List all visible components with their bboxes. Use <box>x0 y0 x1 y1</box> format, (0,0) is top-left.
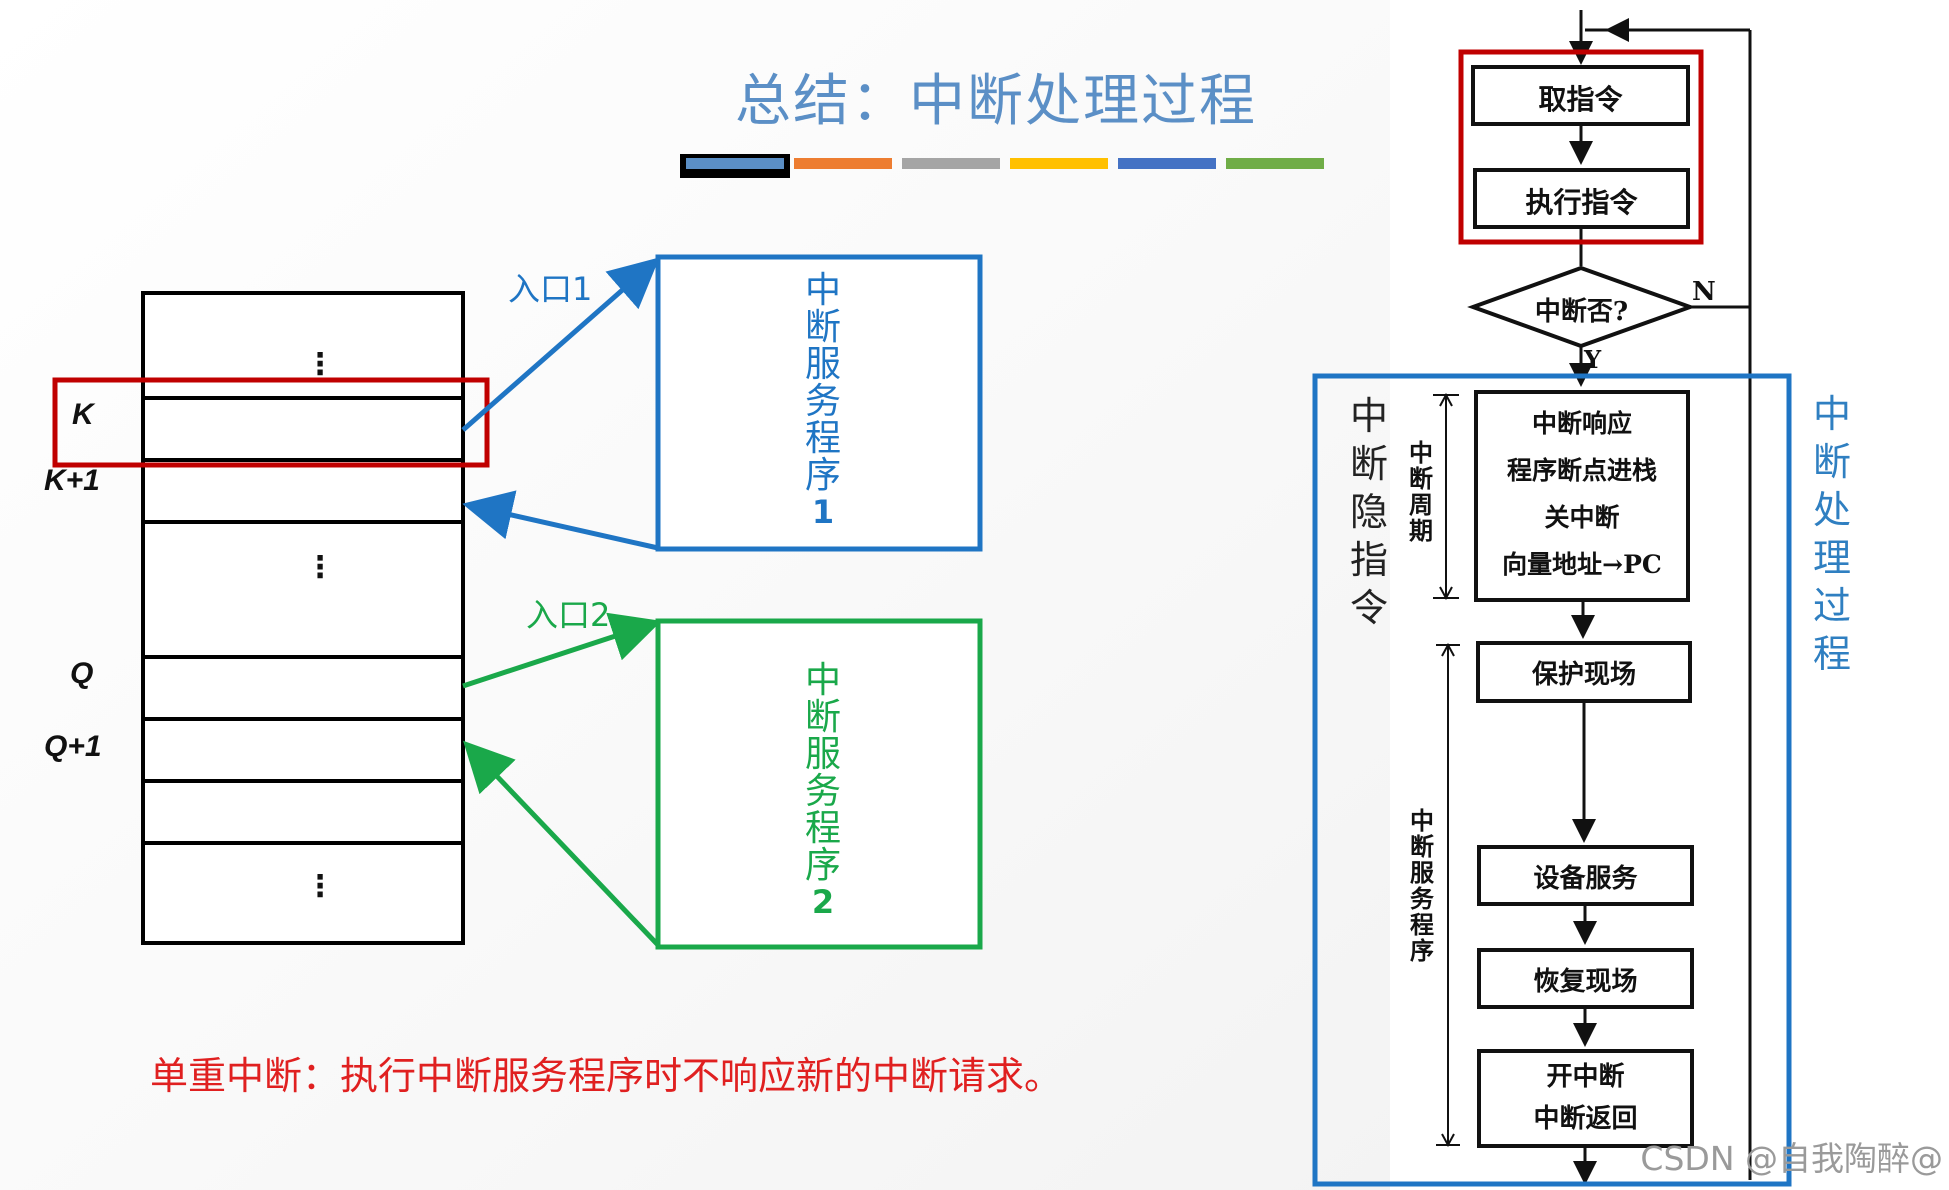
ellipsis-top: ⋮ <box>305 347 335 382</box>
return2-arrow <box>463 740 660 947</box>
label-k: K <box>72 398 94 431</box>
execute-label: 执行指令 <box>1525 186 1638 219</box>
interrupt-handling-highlight <box>1312 373 1792 1187</box>
isr1-label: 中断服务程序 1 <box>803 272 843 531</box>
flowchart <box>1433 10 1752 1185</box>
label-q: Q <box>70 657 94 690</box>
page-title: 总结：中断处理过程 <box>735 69 1257 134</box>
entry1-label: 入口1 <box>508 270 593 308</box>
restore-context-label: 恢复现场 <box>1533 967 1638 997</box>
save-context-label: 保护现场 <box>1531 660 1636 690</box>
return-lines: 开中断 中断返回 <box>1479 1056 1692 1140</box>
interrupt-cycle-label: 中断周期 <box>1409 438 1433 545</box>
isr1-number: 1 <box>811 493 835 531</box>
no-label: N <box>1692 277 1716 307</box>
enable-interrupt-label: 开中断 <box>1546 1062 1625 1092</box>
entry2-arrow <box>462 612 662 689</box>
hidden-instruction-label: 中断隐指令 <box>1349 394 1388 630</box>
color-bar <box>794 158 892 169</box>
watermark: CSDN @自我陶醉@ <box>1640 1139 1943 1178</box>
interrupt-cycle-lines: 中断响应 程序断点进栈 关中断 向量地址→PC <box>1476 400 1688 588</box>
isr2-text: 中断服务程序 <box>804 660 841 886</box>
isr1-box <box>655 254 983 552</box>
fetch-execute-highlight <box>1458 49 1704 245</box>
ellipsis-middle: ⋮ <box>305 550 335 585</box>
isr2-number: 2 <box>811 883 835 921</box>
isr2-box <box>655 618 983 950</box>
decision-label: 中断否? <box>1534 297 1629 327</box>
process-label: 中断处理过程 <box>1812 392 1851 676</box>
device-service-box <box>1477 845 1694 906</box>
k-highlight-box <box>52 377 490 468</box>
isr2-label: 中断服务程序 2 <box>803 662 843 921</box>
isr-bracket-label: 中断服务程序 <box>1410 806 1434 965</box>
yes-label: Y <box>1584 345 1602 374</box>
ellipsis-bottom: ⋮ <box>305 869 335 904</box>
cycle-line: 中断响应 <box>1531 409 1632 438</box>
color-bar <box>1226 158 1324 169</box>
label-q1: Q+1 <box>44 730 102 763</box>
device-service-label: 设备服务 <box>1533 864 1638 894</box>
color-bar <box>1010 158 1108 169</box>
interrupt-return-label: 中断返回 <box>1533 1104 1638 1134</box>
memory-column <box>141 291 465 945</box>
interrupt-cycle-box <box>1474 390 1690 602</box>
cycle-line: 向量地址→PC <box>1502 550 1662 579</box>
color-bar <box>902 158 1000 169</box>
return1-arrow <box>462 490 659 551</box>
single-interrupt-note: 单重中断：执行中断服务程序时不响应新的中断请求。 <box>150 1054 1063 1098</box>
entry2-label: 入口2 <box>526 596 611 634</box>
memory-outline <box>141 291 465 945</box>
entry1-arrow <box>461 257 660 432</box>
isr1-text: 中断服务程序 <box>804 270 841 496</box>
cycle-line: 关中断 <box>1544 503 1620 532</box>
color-bar <box>686 158 784 169</box>
restore-context-box <box>1477 948 1694 1009</box>
cycle-line: 程序断点进栈 <box>1506 456 1657 485</box>
fetch-box <box>1471 65 1690 126</box>
fetch-label: 取指令 <box>1538 83 1623 116</box>
label-k1: K+1 <box>44 464 100 497</box>
color-bar <box>1118 158 1216 169</box>
